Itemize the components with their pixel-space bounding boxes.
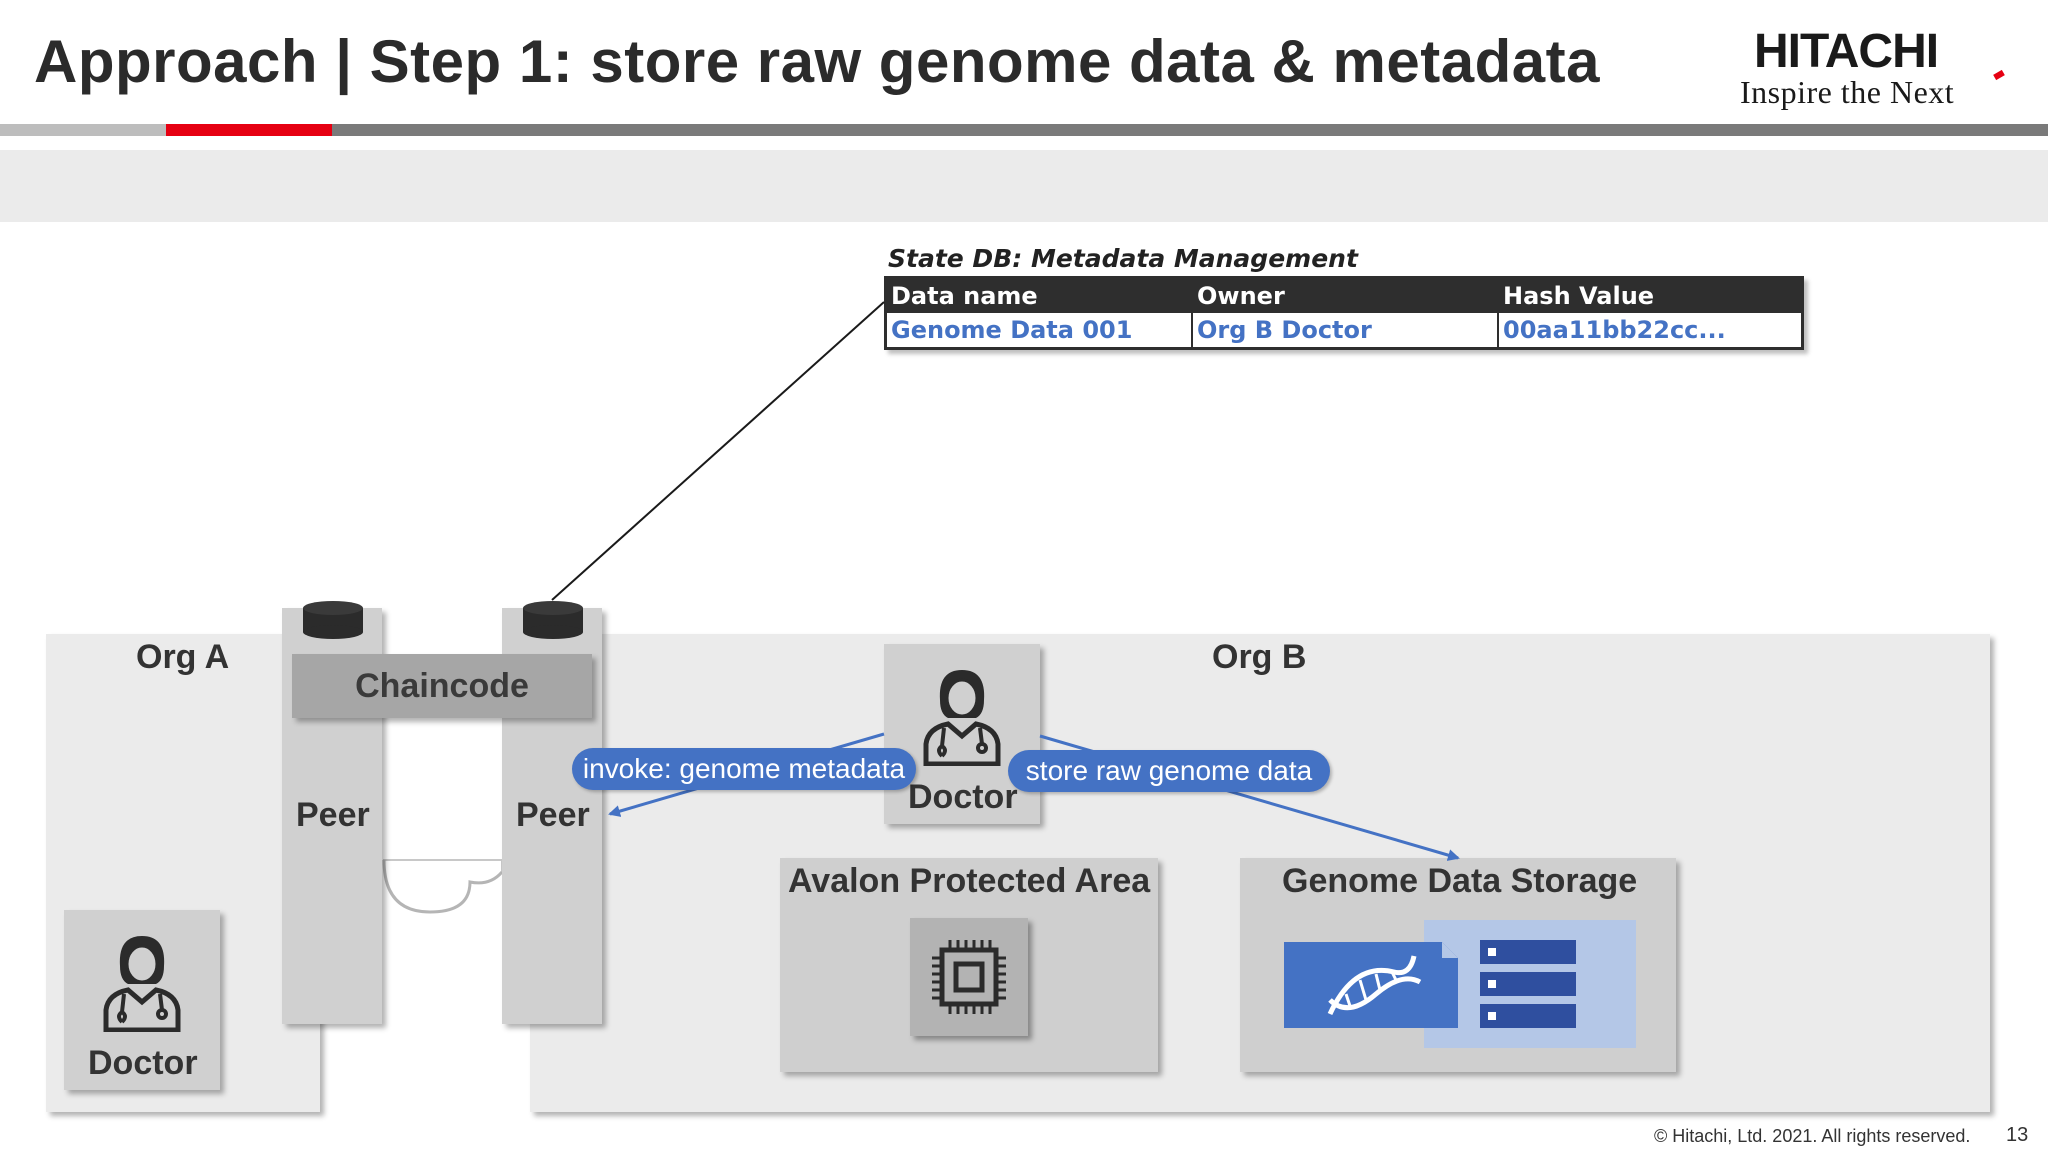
table-row: Genome Data 001 Org B Doctor 00aa11bb22c… xyxy=(887,313,1801,347)
doctor-org-a-label: Doctor xyxy=(88,1044,198,1082)
dna-icon xyxy=(1284,942,1458,1028)
page-number: 13 xyxy=(2006,1124,2029,1146)
cell-owner: Org B Doctor xyxy=(1193,313,1499,347)
copyright-notice: © Hitachi, Ltd. 2021. All rights reserve… xyxy=(1654,1126,1971,1146)
slide-title: Approach | Step 1: store raw genome data… xyxy=(34,28,1600,95)
column-header-hash: Hash Value xyxy=(1503,282,1655,310)
state-db-caption: State DB: Metadata Management xyxy=(888,244,1358,273)
header-bar-dark xyxy=(332,124,2048,136)
metadata-table: Data name Owner Hash Value Genome Data 0… xyxy=(884,276,1804,350)
database-cylinder-icon xyxy=(523,601,583,639)
peer-right-label: Peer xyxy=(516,796,590,834)
chaincode-box: Chaincode xyxy=(292,654,592,718)
logo-tagline: Inspire the Next xyxy=(1740,74,1955,110)
doctor-icon xyxy=(923,670,1001,766)
peer-left-label: Peer xyxy=(296,796,370,834)
column-header-data-name: Data name xyxy=(891,282,1038,310)
storage-label: Genome Data Storage xyxy=(1282,862,1638,900)
invoke-metadata-pill: invoke: genome metadata xyxy=(572,748,916,790)
table-header-row: Data name Owner Hash Value xyxy=(887,279,1801,313)
subtitle-band xyxy=(0,150,2048,222)
cell-hash: 00aa11bb22cc... xyxy=(1503,316,1726,344)
cpu-chip-icon xyxy=(932,940,1006,1014)
org-b-label: Org B xyxy=(1212,638,1307,676)
server-stack-icon xyxy=(1480,940,1576,1028)
store-raw-data-pill: store raw genome data xyxy=(1008,750,1330,792)
chip-container xyxy=(910,918,1028,1036)
header-bar-light xyxy=(0,124,166,136)
org-a-label: Org A xyxy=(136,638,230,676)
avalon-label: Avalon Protected Area xyxy=(788,862,1151,900)
database-cylinder-icon xyxy=(303,601,363,639)
hitachi-logo: HITACHI Inspire the Next xyxy=(1738,26,2018,112)
doctor-icon xyxy=(103,936,181,1032)
logo-wordmark: HITACHI xyxy=(1754,25,1939,78)
column-header-owner: Owner xyxy=(1197,282,1285,310)
cell-data-name: Genome Data 001 xyxy=(887,313,1193,347)
header-bar-red xyxy=(166,124,332,136)
doctor-org-b-label: Doctor xyxy=(908,778,1018,816)
